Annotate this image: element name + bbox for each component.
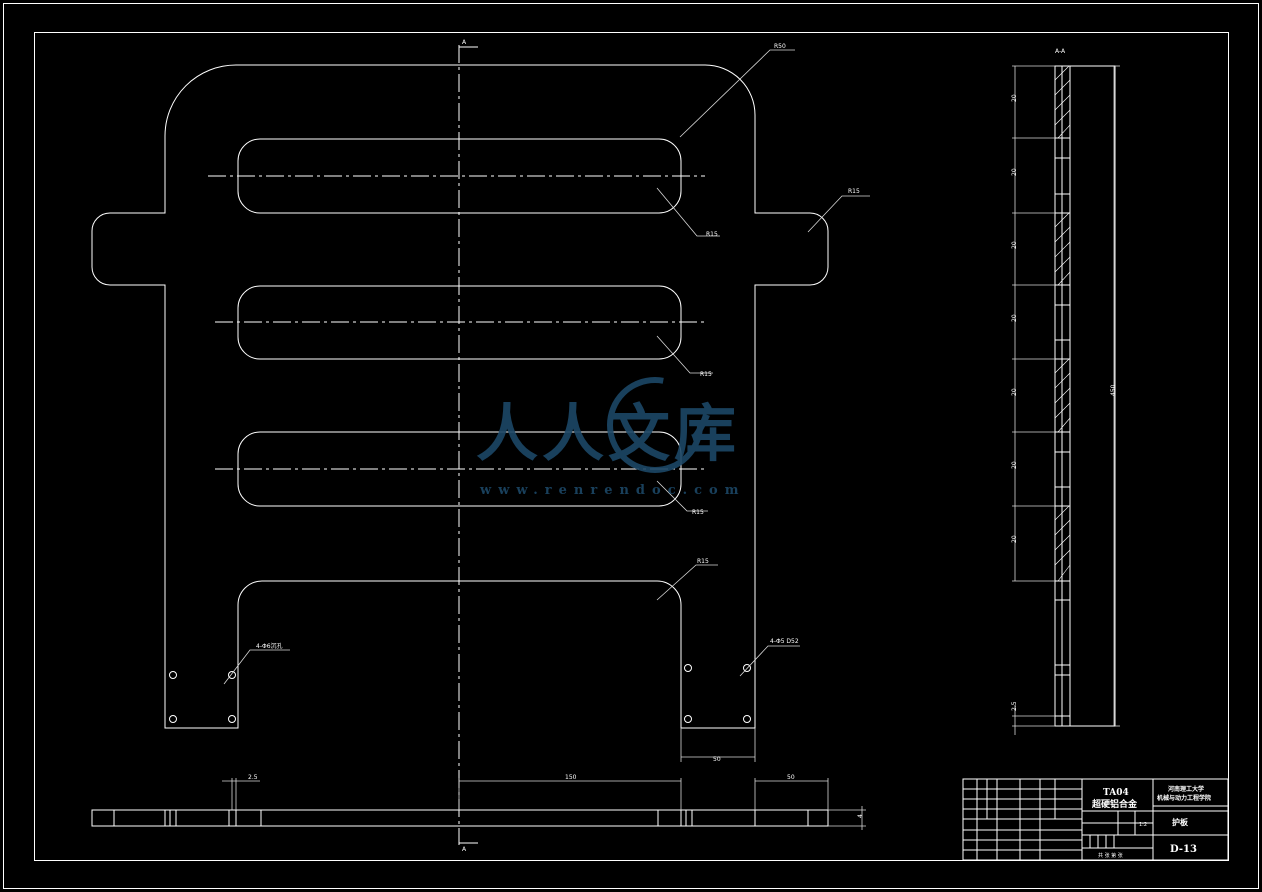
- section-seg-dim: 20: [1011, 461, 1018, 469]
- school-name: 河南理工大学: [1168, 785, 1204, 793]
- radius-slot-3-label: R15: [692, 509, 704, 516]
- radius-right-tab-label: R15: [848, 188, 860, 195]
- hole-callout-left: 4-Φ6沉孔: [256, 642, 283, 650]
- hole: [169, 671, 177, 679]
- leader-slot-3: [656, 480, 708, 512]
- section-seg-dim: 20: [1011, 388, 1018, 396]
- hole: [684, 715, 692, 723]
- section-bottom-dim: 2.5: [1011, 701, 1018, 711]
- dim-bottom-right-width: 50: [787, 774, 795, 781]
- section-seg-dim: 20: [1011, 314, 1018, 322]
- college-name: 机械与动力工程学院: [1157, 794, 1211, 802]
- hole: [684, 664, 692, 672]
- hole: [169, 715, 177, 723]
- sheet-info: 共 张 第 张: [1098, 852, 1123, 859]
- watermark-ring: [607, 377, 703, 473]
- radius-slot-2-label: R15: [700, 371, 712, 378]
- section-mark-bottom: A: [462, 846, 467, 853]
- hole: [743, 715, 751, 723]
- section-seg-dim: 20: [1011, 94, 1018, 102]
- radius-slot-1-label: R15: [706, 231, 718, 238]
- section-seg-dim: 20: [1011, 241, 1018, 249]
- section-seg-dim: 20: [1011, 535, 1018, 543]
- watermark-logo-text: 人人文库: [476, 397, 740, 470]
- radius-lower-opening-label: R15: [697, 558, 709, 565]
- leader-slot-2: [656, 335, 713, 374]
- section-total-dim: 450: [1110, 384, 1117, 396]
- hole-callout-right: 4-Φ5 D52: [770, 638, 799, 645]
- plate-edge-view: [91, 809, 829, 827]
- radius-outer-corner-label: R50: [774, 43, 786, 50]
- plate-outline: [91, 64, 829, 729]
- hole: [743, 664, 751, 672]
- watermark-url: www.renrendoc.com: [479, 483, 745, 498]
- drawing-number: D-13: [1170, 844, 1197, 855]
- section-seg-dim: 20: [1011, 168, 1018, 176]
- leader-right-holes: [739, 645, 800, 677]
- material-code: TA04: [1103, 788, 1129, 798]
- material-name: 超硬铝合金: [1091, 798, 1138, 810]
- title-block: TA04 超硬铝合金 河南理工大学 机械与动力工程学院 护板 D-13 1:2 …: [962, 778, 1229, 861]
- dim-bottom-width: 50: [713, 756, 721, 763]
- watermark: 人人文库 www.renrendoc.com: [476, 377, 745, 498]
- leader-lower-opening: [656, 564, 718, 601]
- leader-slot-1: [656, 187, 720, 237]
- section-view: A-A: [1011, 48, 1120, 735]
- section-hatch: [1054, 65, 1071, 582]
- dim-plate-thickness: 4: [857, 814, 864, 818]
- outer-border: [3, 3, 1259, 889]
- leader-right-tab: [807, 195, 870, 233]
- hole: [228, 671, 236, 679]
- leader-outer-corner: [679, 49, 795, 138]
- front-view: A A R50 R15 R15 R15 R15 R15 4-Φ6沉孔 4-Φ5 …: [91, 39, 870, 853]
- section-outline: [1054, 65, 1116, 727]
- scale-value: 1:2: [1139, 822, 1147, 828]
- section-mark-top: A: [462, 39, 467, 46]
- leader-left-holes: [223, 649, 290, 685]
- inner-frame: [34, 32, 1229, 861]
- bottom-view: 150 50 2.5 4: [91, 774, 866, 830]
- section-view-label: A-A: [1055, 48, 1066, 55]
- part-name: 护板: [1172, 817, 1189, 827]
- dim-top-offset: 2.5: [248, 774, 258, 781]
- dim-bottom-half-span: 150: [565, 774, 577, 781]
- hole: [228, 715, 236, 723]
